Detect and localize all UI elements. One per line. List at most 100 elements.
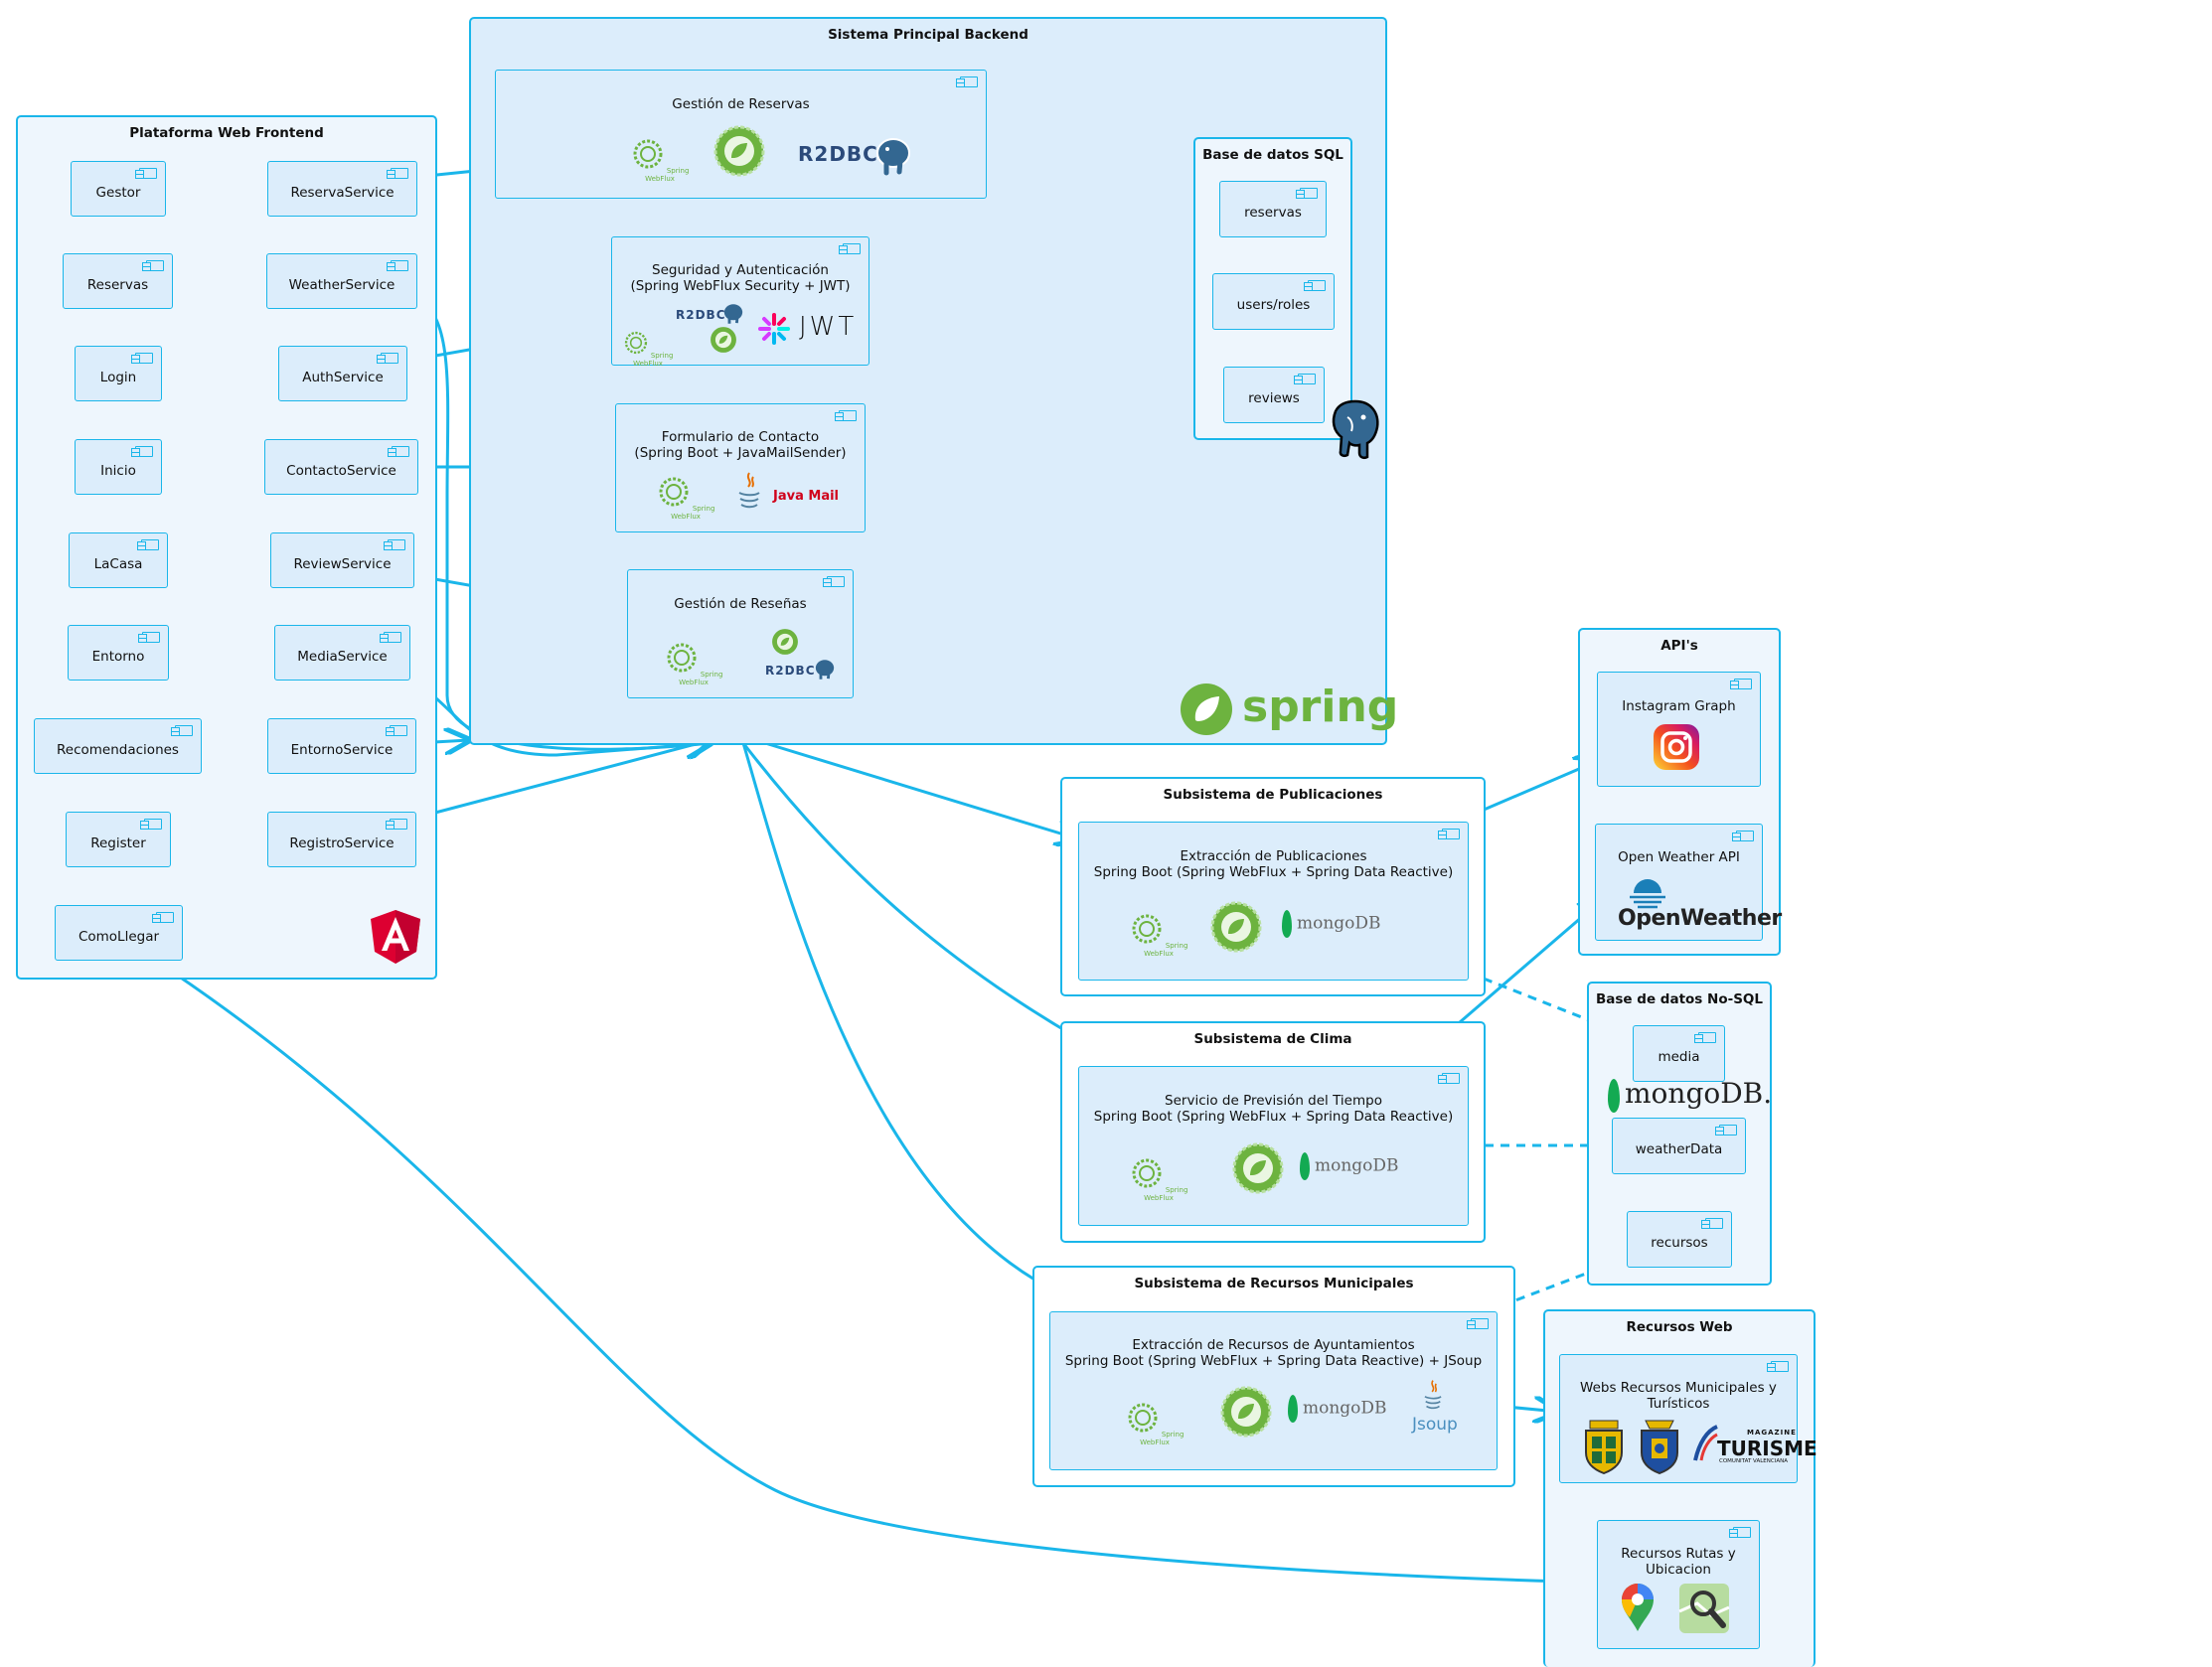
component-icon xyxy=(1438,1073,1460,1084)
component-icon xyxy=(386,819,407,830)
reviewservice-label: ReviewService xyxy=(293,556,392,572)
spring-webflux-text: Spring WebFlux xyxy=(679,671,723,686)
extraccion-recursos-label: Extracción de Recursos de Ayuntamientos … xyxy=(1064,1337,1483,1369)
gestion-reservas-label: Gestión de Reservas xyxy=(672,96,810,112)
mongodb-leaf-icon xyxy=(1288,1395,1298,1423)
extraccion-recursos-component[interactable]: Extracción de Recursos de Ayuntamientos … xyxy=(1049,1311,1498,1470)
component-icon xyxy=(839,243,861,254)
edge-registroservice-backend xyxy=(415,740,711,820)
instagram-label: Instagram Graph xyxy=(1622,698,1736,714)
openweather-icon xyxy=(1630,879,1665,909)
mongodb-logo: mongoDB xyxy=(1288,1395,1387,1423)
extraccion-publicaciones-component[interactable]: Extracción de Publicaciones Spring Boot … xyxy=(1078,822,1469,981)
spring-webflux-text: Spring WebFlux xyxy=(671,505,715,521)
nosql-media-collection[interactable]: media xyxy=(1633,1025,1725,1082)
r2dbc-logo: R2DBC xyxy=(798,142,878,166)
inicio-component[interactable]: Inicio xyxy=(75,439,162,495)
recomendaciones-label: Recomendaciones xyxy=(57,742,179,758)
prevision-tiempo-component[interactable]: Servicio de Previsión del Tiempo Spring … xyxy=(1078,1066,1469,1226)
jsoup-text: Jsoup xyxy=(1412,1415,1458,1435)
turisme-comunitat-text: COMUNITAT VALENCIANA xyxy=(1719,1458,1788,1464)
sql-users-table[interactable]: users/roles xyxy=(1212,273,1335,330)
contacto-component[interactable]: Formulario de Contacto (Spring Boot + Ja… xyxy=(615,403,866,532)
rutas-ubicacion-label: Recursos Rutas y Ubicacion xyxy=(1621,1546,1736,1578)
spring-webflux-logo: Spring WebFlux xyxy=(1129,912,1188,958)
contactoservice-label: ContactoService xyxy=(286,463,396,479)
component-icon xyxy=(137,539,159,550)
comollegar-component[interactable]: ComoLlegar xyxy=(55,905,183,961)
component-icon xyxy=(1296,188,1318,199)
authservice-component[interactable]: AuthService xyxy=(278,346,407,401)
reservas-component[interactable]: Reservas xyxy=(63,253,173,309)
register-component[interactable]: Register xyxy=(66,812,171,867)
weatherservice-component[interactable]: WeatherService xyxy=(266,253,417,309)
spring-boot-logo xyxy=(772,629,798,655)
recursos-title: Subsistema de Recursos Municipales xyxy=(1134,1276,1414,1291)
javamail-text: Java Mail xyxy=(773,489,840,504)
edge-backend-publicaciones xyxy=(764,741,1080,839)
sql-reservas-label: reservas xyxy=(1244,205,1302,221)
recomendaciones-component[interactable]: Recomendaciones xyxy=(34,718,202,774)
spring-boot-logo xyxy=(1210,901,1262,953)
component-icon xyxy=(140,819,162,830)
instagram-icon xyxy=(1654,724,1699,770)
coat-of-arms-icon xyxy=(1641,1420,1678,1474)
login-component[interactable]: Login xyxy=(75,346,162,401)
reservaservice-label: ReservaService xyxy=(290,185,395,201)
lacasa-component[interactable]: LaCasa xyxy=(69,532,168,588)
webs-municipales-component[interactable]: Webs Recursos Municipales y Turísticos xyxy=(1559,1354,1798,1483)
contactoservice-component[interactable]: ContactoService xyxy=(264,439,418,495)
gestor-component[interactable]: Gestor xyxy=(71,161,166,217)
component-icon xyxy=(1701,1218,1723,1229)
backend-package-title: Sistema Principal Backend xyxy=(828,27,1028,43)
component-icon xyxy=(386,725,407,736)
component-icon xyxy=(823,576,845,587)
jwt-icon xyxy=(758,313,790,345)
seguridad-component[interactable]: Seguridad y Autenticación (Spring WebFlu… xyxy=(611,236,869,366)
component-icon xyxy=(377,353,398,364)
turisme-logo-icon xyxy=(1693,1425,1718,1461)
mongodb-text: mongoDB xyxy=(1297,913,1381,934)
component-icon xyxy=(384,539,405,550)
mediaservice-component[interactable]: MediaService xyxy=(274,625,410,681)
reviewservice-component[interactable]: ReviewService xyxy=(270,532,414,588)
gestion-resenas-label: Gestión de Reseñas xyxy=(674,596,807,612)
spring-boot-logo xyxy=(1232,1142,1284,1194)
registroservice-component[interactable]: RegistroService xyxy=(267,812,416,867)
java-icon xyxy=(738,472,760,509)
recursos-web-title: Recursos Web xyxy=(1626,1319,1733,1335)
reservaservice-component[interactable]: ReservaService xyxy=(267,161,417,217)
nosql-recursos-collection[interactable]: recursos xyxy=(1627,1211,1732,1268)
openweather-component[interactable]: Open Weather API xyxy=(1595,824,1763,941)
r2dbc-logo-small: R2DBC xyxy=(676,308,726,322)
gestion-resenas-component[interactable]: Gestión de Reseñas xyxy=(627,569,854,698)
google-maps-icon xyxy=(1622,1584,1654,1631)
component-icon xyxy=(142,260,164,271)
r2dbc-logo-small: R2DBC xyxy=(765,664,816,678)
spring-webflux-text: Spring WebFlux xyxy=(645,167,690,183)
spring-logo-icon xyxy=(1181,683,1232,735)
postgresql-icon xyxy=(723,304,743,324)
sql-reservas-table[interactable]: reservas xyxy=(1219,181,1327,237)
postgresql-icon xyxy=(876,138,910,176)
edge-backend-recursos xyxy=(741,742,1110,1311)
nosql-weather-label: weatherData xyxy=(1635,1141,1723,1157)
component-icon xyxy=(171,725,193,736)
rutas-ubicacion-component[interactable]: Recursos Rutas y Ubicacion xyxy=(1597,1520,1760,1649)
component-icon xyxy=(387,260,408,271)
entorno-label: Entorno xyxy=(91,649,145,665)
component-icon xyxy=(1732,831,1754,841)
sql-reviews-table[interactable]: reviews xyxy=(1223,367,1325,423)
component-icon xyxy=(131,446,153,457)
contacto-label: Formulario de Contacto (Spring Boot + Ja… xyxy=(634,429,847,461)
entornoservice-component[interactable]: EntornoService xyxy=(267,718,416,774)
spring-webflux-text: Spring WebFlux xyxy=(1140,1431,1185,1446)
component-icon xyxy=(1294,374,1316,384)
spring-boot-logo xyxy=(1220,1386,1272,1438)
mongodb-text: mongoDB xyxy=(1315,1155,1399,1176)
nosql-weather-collection[interactable]: weatherData xyxy=(1612,1118,1746,1174)
coat-of-arms-icon xyxy=(1585,1420,1623,1474)
registroservice-label: RegistroService xyxy=(289,835,395,851)
seguridad-label: Seguridad y Autenticación (Spring WebFlu… xyxy=(630,262,851,294)
entorno-component[interactable]: Entorno xyxy=(68,625,169,681)
